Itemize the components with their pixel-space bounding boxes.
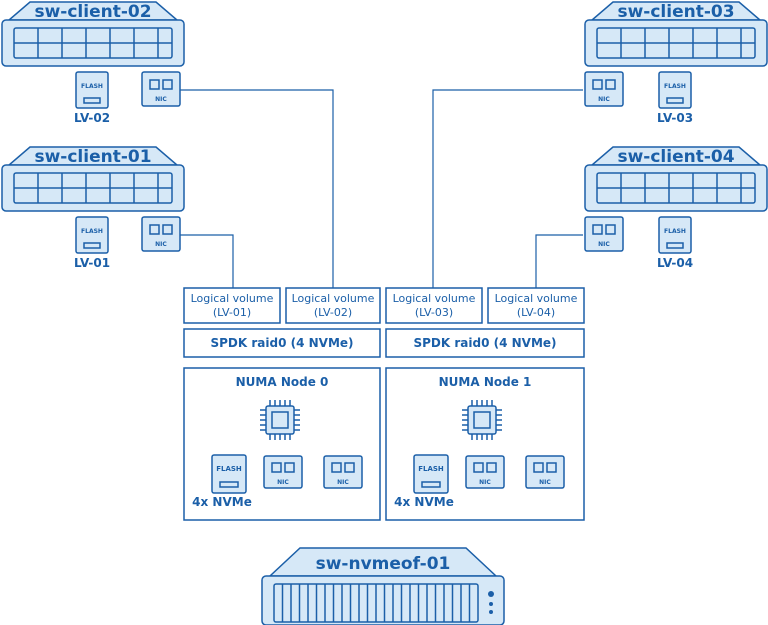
svg-text:(LV-04): (LV-04) — [517, 306, 555, 319]
svg-text:FLASH: FLASH — [664, 83, 686, 90]
nic-icon: NIC — [525, 455, 565, 489]
lv-label: LV-01 — [74, 256, 110, 270]
svg-text:(LV-01): (LV-01) — [213, 306, 251, 319]
lv-label: LV-03 — [657, 111, 693, 125]
status-led-icon — [488, 591, 494, 614]
nic-icon: NIC — [584, 71, 624, 107]
nic-icon: NIC — [141, 71, 181, 107]
wire-client04-lv04 — [535, 234, 583, 288]
flash-icon: FLASH — [658, 216, 692, 254]
server-title: sw-client-04 — [617, 147, 734, 167]
connection-wires — [180, 89, 583, 288]
numa-node-0: NUMA Node 0 FLASH NIC NIC — [183, 367, 381, 521]
server-sw-nvmeof-01: sw-nvmeof-01 — [261, 547, 505, 625]
wire-client02-lv02 — [180, 89, 334, 288]
nic-icon: NIC — [263, 455, 303, 489]
svg-text:NIC: NIC — [479, 479, 491, 486]
logical-volume-lv01: Logical volume (LV-01) — [183, 287, 281, 324]
flash-icon: FLASH — [75, 216, 109, 254]
numa-node-1: NUMA Node 1 FLASH NIC NIC — [385, 367, 585, 521]
svg-text:(LV-03): (LV-03) — [415, 306, 453, 319]
drive-bays — [273, 583, 479, 623]
drive-bays — [596, 27, 756, 59]
lv-label: LV-04 — [657, 256, 693, 270]
nic-icon: NIC — [584, 216, 624, 252]
drive-bays — [596, 172, 756, 204]
numa-title: NUMA Node 1 — [439, 375, 532, 389]
numa-title: NUMA Node 0 — [236, 375, 329, 389]
svg-text:FLASH: FLASH — [216, 465, 242, 473]
drive-bays — [13, 172, 173, 204]
svg-text:SPDK raid0 (4 NVMe): SPDK raid0 (4 NVMe) — [413, 336, 556, 350]
lv-label: LV-02 — [74, 111, 110, 125]
svg-text:Logical volume: Logical volume — [292, 292, 375, 305]
server-title: sw-nvmeof-01 — [316, 554, 451, 574]
svg-text:(LV-02): (LV-02) — [314, 306, 352, 319]
flash-icon: FLASH — [75, 71, 109, 109]
server-sw-client-03: sw-client-03 NIC FLASH LV-03 — [584, 1, 768, 125]
flash-icon: FLASH — [658, 71, 692, 109]
svg-text:SPDK raid0 (4 NVMe): SPDK raid0 (4 NVMe) — [210, 336, 353, 350]
svg-text:NIC: NIC — [598, 241, 610, 248]
logical-volume-lv03: Logical volume (LV-03) — [385, 287, 483, 324]
wire-client01-lv01 — [180, 234, 234, 288]
flash-icon: FLASH — [211, 454, 247, 494]
drive-bays — [13, 27, 173, 59]
svg-text:FLASH: FLASH — [81, 228, 103, 235]
svg-text:FLASH: FLASH — [81, 83, 103, 90]
svg-text:NIC: NIC — [337, 479, 349, 486]
server-title: sw-client-02 — [34, 2, 151, 22]
server-title: sw-client-03 — [617, 2, 734, 22]
server-sw-client-01: sw-client-01 FLASH NIC LV-01 — [1, 146, 185, 270]
logical-volume-lv04: Logical volume (LV-04) — [487, 287, 585, 324]
nic-icon: NIC — [323, 455, 363, 489]
svg-text:NIC: NIC — [598, 96, 610, 103]
nic-icon: NIC — [465, 455, 505, 489]
svg-text:NIC: NIC — [539, 479, 551, 486]
spdk-raid-1: SPDK raid0 (4 NVMe) — [385, 328, 585, 358]
nvme-count: 4x NVMe — [192, 495, 252, 509]
wire-client03-lv03 — [432, 89, 583, 288]
spdk-raid-0: SPDK raid0 (4 NVMe) — [183, 328, 381, 358]
logical-volume-lv02: Logical volume (LV-02) — [285, 287, 381, 324]
nvme-count: 4x NVMe — [394, 495, 454, 509]
cpu-icon — [462, 400, 502, 440]
flash-icon: FLASH — [413, 454, 449, 494]
svg-text:NIC: NIC — [155, 241, 167, 248]
server-sw-client-02: sw-client-02 FLASH NIC LV-02 — [1, 1, 185, 125]
svg-text:FLASH: FLASH — [418, 465, 444, 473]
svg-text:NIC: NIC — [277, 479, 289, 486]
server-sw-client-04: sw-client-04 NIC FLASH LV-04 — [584, 146, 768, 270]
svg-text:Logical volume: Logical volume — [191, 292, 274, 305]
svg-text:NIC: NIC — [155, 96, 167, 103]
cpu-icon — [260, 400, 300, 440]
nic-icon: NIC — [141, 216, 181, 252]
svg-text:Logical volume: Logical volume — [495, 292, 578, 305]
svg-text:Logical volume: Logical volume — [393, 292, 476, 305]
svg-text:FLASH: FLASH — [664, 228, 686, 235]
server-title: sw-client-01 — [34, 147, 151, 167]
